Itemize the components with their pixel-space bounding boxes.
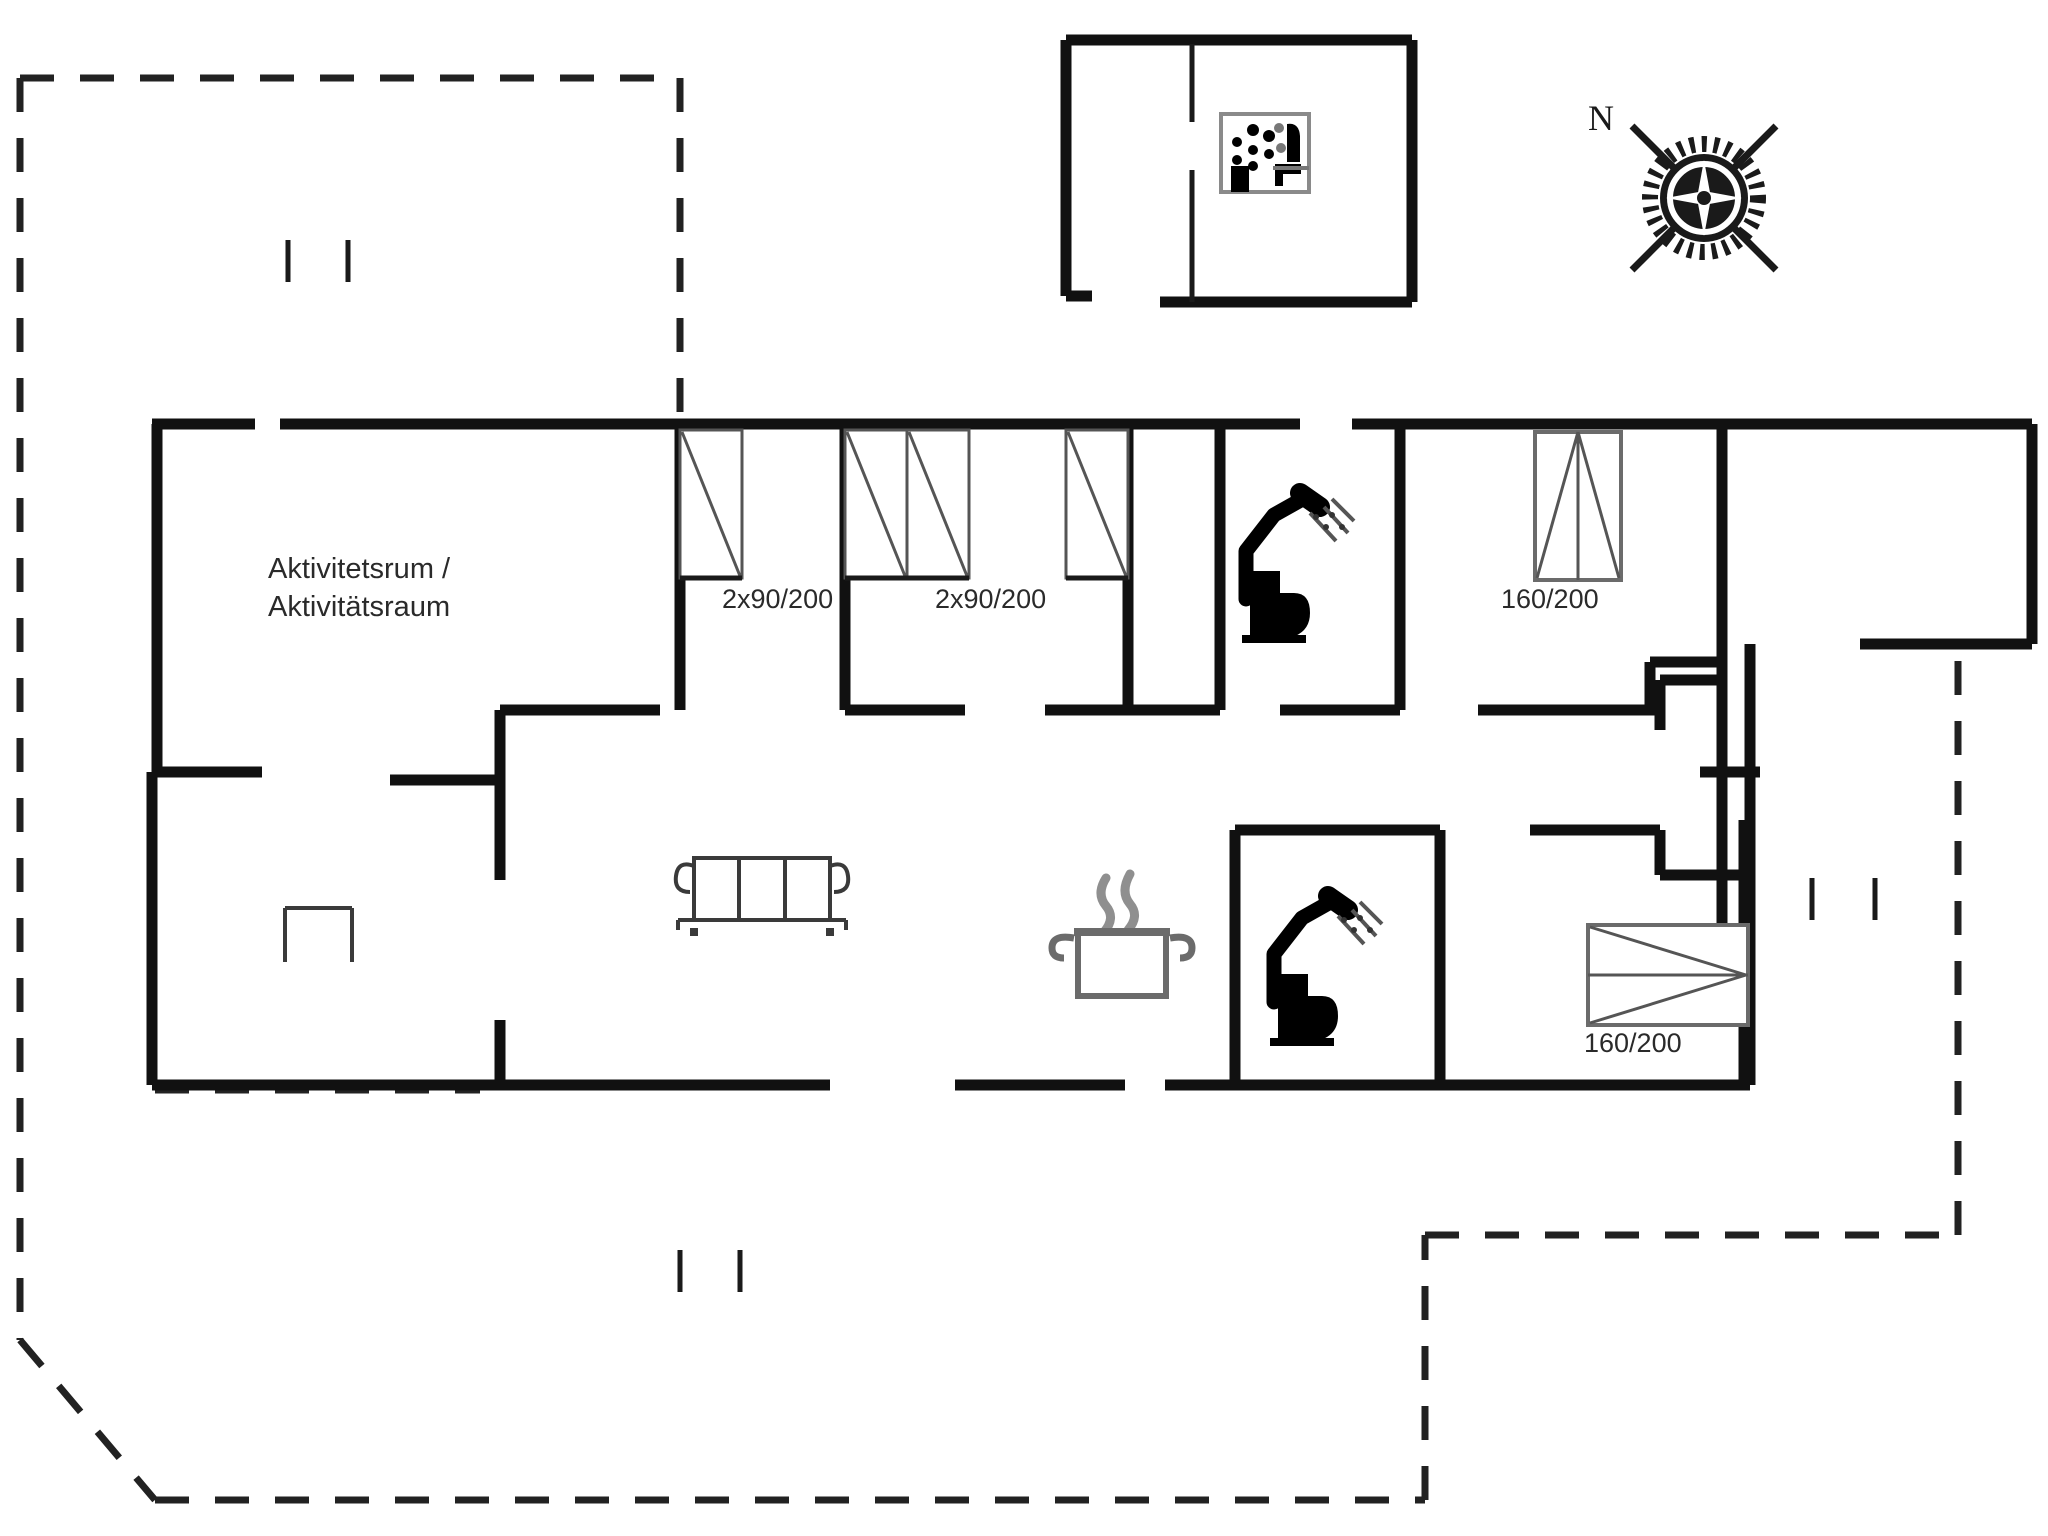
dimension-label-bed-lower-right: 160/200 [1584,1028,1682,1058]
opening-tick-marks [285,240,1878,1292]
sauna-outbuilding [1060,34,1418,308]
shower-toilet-icon-lower [1266,886,1384,1046]
exterior-wall-left [146,424,262,1085]
room-label-activity-line2: Aktivitätsraum [268,591,450,623]
interior-walls-mid [390,674,1744,1085]
window-group [678,428,1130,581]
stool-furniture [283,906,354,962]
bed-horizontal-lower-right [1586,923,1750,1027]
compass-north-label: N [1588,98,1614,138]
dimension-label-window-left-pair: 2x90/200 [722,584,833,614]
cooking-pot-icon [1048,869,1196,999]
bed-vertical-upper-right [1533,430,1623,582]
window-b [843,428,909,580]
window-d [1064,428,1130,580]
compass-rose [1629,123,1779,273]
window-c [905,428,971,580]
room-label-activity-line1: Aktivitetsrum / [268,553,451,585]
terrace-boundary-dashed [16,74,1962,1504]
sauna-icon [1219,112,1311,194]
window-a [678,428,744,580]
dimension-label-window-right-pair: 2x90/200 [935,584,1046,614]
sofa-icon [673,856,851,936]
shower-toilet-icon-upper [1238,483,1356,643]
right-wall-jog-upper [1478,656,1722,716]
dimension-label-bed-upper-right: 160/200 [1501,584,1599,614]
